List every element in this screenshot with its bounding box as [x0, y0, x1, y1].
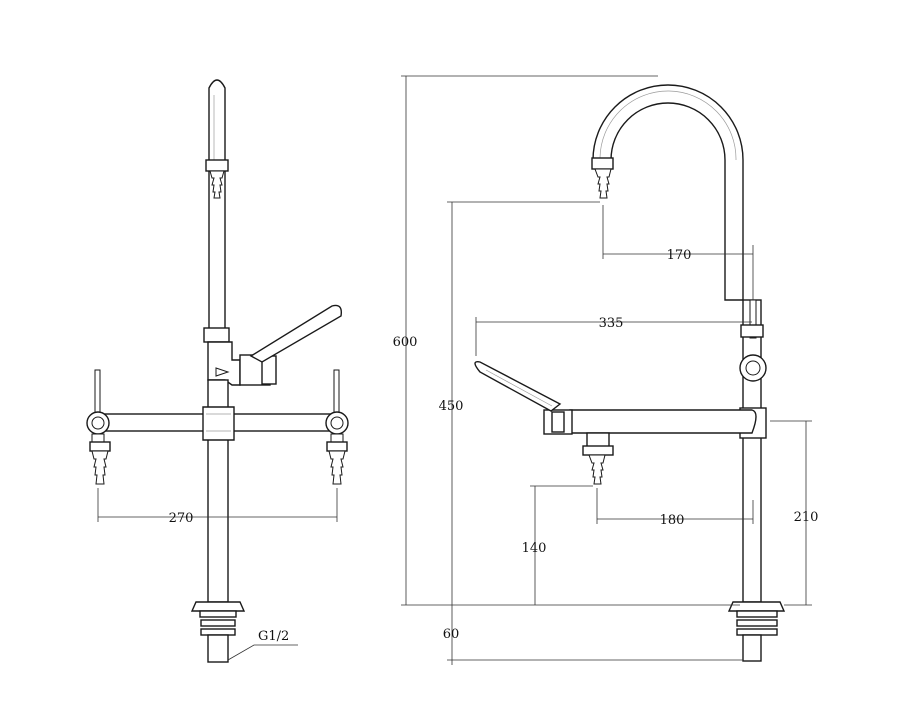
side-upright-pipe — [742, 299, 762, 603]
side-gooseneck — [592, 84, 744, 301]
front-left-valve-pin — [94, 369, 101, 415]
front-locknut-2 — [200, 628, 236, 636]
total-height-dimension: 600 — [393, 335, 418, 350]
front-locknut-1 — [200, 619, 236, 627]
front-tee-block — [202, 406, 235, 441]
front-right-hose-barb — [328, 450, 346, 485]
front-right-valve-pin — [333, 369, 340, 415]
gooseneck-reach-dimension: 170 — [667, 248, 692, 263]
front-base-flange — [190, 601, 246, 612]
front-view: 270 G1/2 — [86, 79, 349, 663]
front-right-barb-nut — [326, 441, 348, 452]
lever-reach-dimension: 335 — [599, 316, 624, 331]
thread-leader-line — [227, 644, 298, 661]
side-shank — [742, 634, 762, 662]
side-locknut-2 — [736, 628, 778, 636]
side-drop-hose-barb — [588, 454, 606, 485]
front-shank — [207, 634, 229, 663]
shank-length-dimension: 60 — [443, 627, 460, 642]
outlet-height-dimension: 450 — [439, 399, 464, 414]
side-gooseneck-hose-barb — [594, 168, 612, 199]
side-gooseneck-nut — [591, 157, 614, 170]
side-outlet-height-dimension: 140 — [522, 541, 547, 556]
side-base-flange — [727, 601, 786, 612]
side-arm-height-dimension: 210 — [794, 510, 819, 525]
side-locknut-1 — [736, 619, 778, 627]
front-width-dimension: 270 — [169, 511, 194, 526]
front-main-pipe — [208, 79, 226, 331]
side-outlet-reach-dimension: 180 — [660, 513, 685, 528]
front-valve-collar — [203, 327, 230, 343]
front-top-nut — [205, 159, 229, 172]
side-horizontal-arm — [569, 409, 757, 434]
front-top-hose-barb — [209, 170, 225, 199]
side-view: 600 450 170 335 180 140 210 60 — [393, 75, 819, 665]
front-lever-handle — [249, 304, 342, 363]
thread-label: G1/2 — [258, 629, 289, 644]
side-drop-outlet — [586, 432, 610, 448]
front-left-hose-barb — [91, 450, 109, 485]
front-valve-body — [207, 341, 241, 386]
front-left-barb-nut — [89, 441, 111, 452]
